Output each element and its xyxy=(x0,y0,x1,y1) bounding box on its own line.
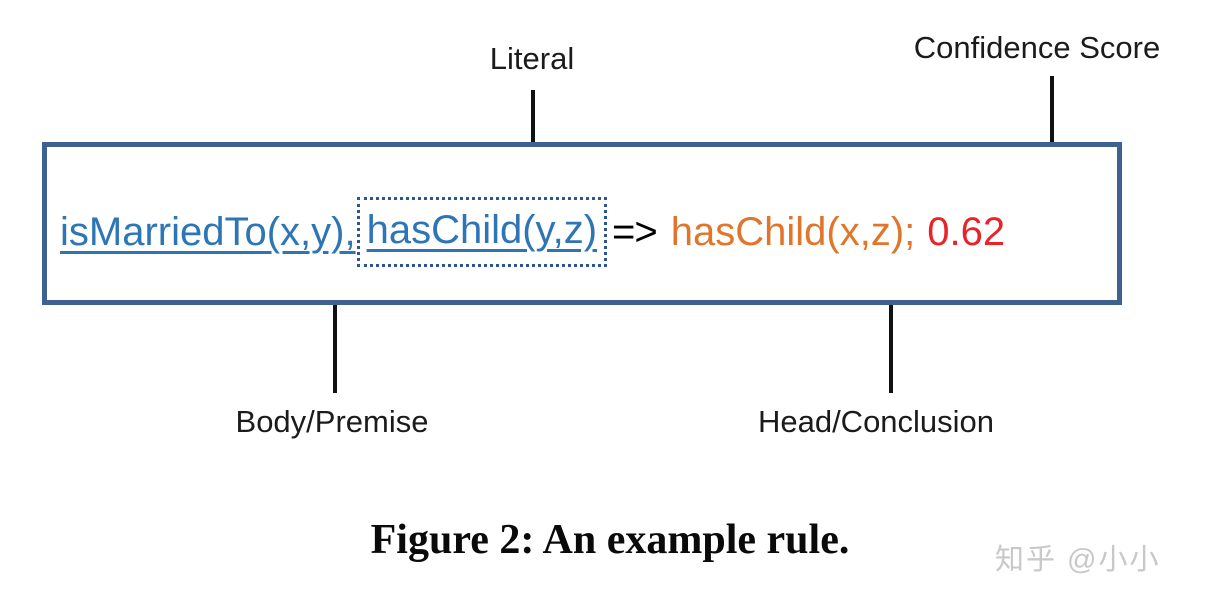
implies-operator: => xyxy=(612,209,658,254)
figure-caption: Figure 2: An example rule. xyxy=(370,517,850,563)
rule-head-atom: hasChild(x,z); xyxy=(670,209,916,254)
rule-body-atom: isMarriedTo(x,y), xyxy=(60,209,356,254)
confidence-value: 0.62 xyxy=(927,209,1006,254)
zhihu-watermark: 知乎 @小小 xyxy=(995,544,1161,576)
literal-label: Literal xyxy=(489,41,575,76)
literal-dotted-box: hasChild(y,z) xyxy=(356,196,608,267)
head-conclusion-label: Head/Conclusion xyxy=(757,404,995,439)
rule-box: isMarriedTo(x,y), hasChild(y,z) => hasCh… xyxy=(42,142,1122,305)
body-premise-label: Body/Premise xyxy=(235,404,429,439)
rule-literal-atom: hasChild(y,z) xyxy=(366,207,598,252)
confidence-score-label: Confidence Score xyxy=(913,30,1161,65)
